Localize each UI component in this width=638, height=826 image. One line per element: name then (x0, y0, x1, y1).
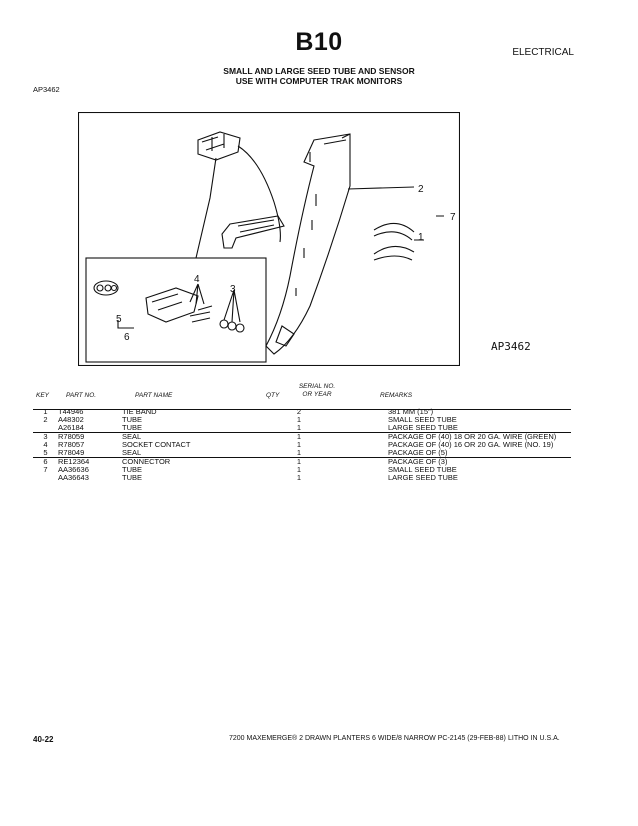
table-row: 2 A48302 TUBE 1 SMALL SEED TUBE (33, 416, 571, 424)
title-line-1: SMALL AND LARGE SEED TUBE AND SENSOR (223, 66, 415, 76)
col-serial-line-2: OR YEAR (302, 391, 332, 398)
row-remarks: SMALL SEED TUBE (388, 465, 457, 474)
row-qty: 2 (296, 407, 302, 416)
row-serial (330, 449, 388, 458)
page-title: SMALL AND LARGE SEED TUBE AND SENSOR USE… (0, 66, 638, 86)
row-remarks: SMALL SEED TUBE (388, 415, 457, 424)
figure-reference: AP3462 (33, 85, 60, 94)
header-rule (33, 409, 571, 410)
bracket-drawing (221, 215, 285, 249)
parts-table: 1 T44946 TIE BAND 2 381 MM (15") 2 A4830… (33, 408, 571, 482)
row-qty: 1 (296, 448, 302, 457)
row-qty: 1 (296, 423, 302, 432)
col-remarks: REMARKS (380, 392, 413, 399)
row-serial (330, 416, 388, 424)
title-line-2: USE WITH COMPUTER TRAK MONITORS (235, 76, 403, 86)
row-qty: 1 (296, 473, 302, 482)
callout-1: 1 (418, 232, 424, 243)
row-part-no: AA36643 (58, 473, 89, 482)
figure-code-label: AP3462 (491, 340, 531, 353)
row-remarks: PACKAGE OF (5) (388, 448, 448, 457)
col-serial-line-1: SERIAL NO. (298, 383, 336, 390)
col-part-name: PART NAME (135, 392, 173, 399)
row-remarks: LARGE SEED TUBE (388, 423, 458, 432)
sensor-connector-drawing (195, 131, 281, 259)
row-remarks: 381 MM (15") (388, 407, 434, 416)
row-part-name: TIE BAND (122, 407, 157, 416)
callout-labels: 1 2 3 4 5 6 7 (116, 184, 456, 343)
table-row: 5 R78049 SEAL 1 PACKAGE OF (5) (33, 449, 571, 458)
figure-frame (78, 112, 460, 366)
table-row: 6 RE12364 CONNECTOR 1 PACKAGE OF (3) (33, 457, 571, 466)
table-row: 4 R78057 SOCKET CONTACT 1 PACKAGE OF (40… (33, 441, 571, 449)
row-remarks: PACKAGE OF (40) 18 OR 20 GA. WIRE (GREEN… (388, 432, 571, 441)
tie-bands-drawing (373, 222, 415, 261)
row-key: 4 (43, 440, 48, 449)
row-part-name: TUBE (122, 423, 143, 432)
row-qty: 1 (296, 415, 302, 424)
inset-detail-drawing (85, 257, 267, 363)
callout-6: 6 (124, 332, 130, 343)
row-part-no: R78057 (58, 440, 85, 449)
table-row: AA36643 TUBE 1 LARGE SEED TUBE (33, 474, 571, 482)
row-part-name: TUBE (122, 465, 143, 474)
row-part-no: RE12364 (58, 457, 122, 466)
table-row: 3 R78059 SEAL 1 PACKAGE OF (40) 18 OR 20… (33, 432, 571, 441)
col-qty: QTY (266, 392, 280, 399)
row-remarks: LARGE SEED TUBE (388, 473, 458, 482)
row-key: 3 (33, 432, 58, 441)
page-number: 40-22 (33, 735, 54, 744)
row-serial (330, 474, 388, 482)
col-key: KEY (36, 392, 50, 399)
row-key: 7 (43, 465, 48, 474)
section-code: B10 (295, 28, 343, 56)
row-part-no: R78049 (58, 448, 85, 457)
seed-tube-drawing (265, 133, 351, 355)
row-part-no: A26184 (58, 423, 84, 432)
row-serial (330, 408, 388, 416)
col-part-no: PART NO. (66, 392, 97, 399)
row-part-name: TUBE (122, 473, 143, 482)
row-part-no: A48302 (58, 415, 84, 424)
parts-illustration: 1 2 3 4 5 6 7 (78, 112, 460, 366)
section-name: ELECTRICAL (512, 47, 574, 58)
row-qty: 1 (296, 465, 302, 474)
row-remarks: PACKAGE OF (40) 16 OR 20 GA. WIRE (NO. 1… (388, 440, 554, 449)
row-part-name: SEAL (122, 448, 142, 457)
col-serial: SERIAL NO. OR YEAR (288, 383, 346, 399)
row-remarks: PACKAGE OF (3) (388, 457, 571, 466)
row-qty: 1 (268, 432, 330, 441)
row-serial (330, 441, 388, 449)
callout-3: 3 (230, 284, 236, 295)
row-part-name: TUBE (122, 415, 143, 424)
footer-litho: LITHO IN U.S.A. (508, 735, 560, 742)
row-key: 2 (43, 415, 48, 424)
callout-2: 2 (418, 184, 424, 195)
row-serial (330, 466, 388, 474)
row-part-name: SEAL (122, 432, 268, 441)
footer-title: 7200 MAXEMERGE® 2 DRAWN PLANTERS 6 WIDE/… (229, 735, 506, 742)
row-part-no: T44946 (58, 407, 84, 416)
row-part-name: CONNECTOR (122, 457, 268, 466)
table-row: 7 AA36636 TUBE 1 SMALL SEED TUBE (33, 466, 571, 474)
row-serial (330, 457, 388, 466)
row-key: 6 (33, 457, 58, 466)
table-row: A26184 TUBE 1 LARGE SEED TUBE (33, 424, 571, 433)
row-part-no: AA36636 (58, 465, 89, 474)
row-key: 1 (43, 407, 48, 416)
callout-5: 5 (116, 314, 122, 325)
row-serial (330, 424, 388, 433)
table-row: 1 T44946 TIE BAND 2 381 MM (15") (33, 408, 571, 416)
row-qty: 1 (296, 440, 302, 449)
row-qty: 1 (268, 457, 330, 466)
row-key: 5 (43, 448, 48, 457)
callout-4: 4 (194, 274, 200, 285)
callout-7: 7 (450, 212, 456, 223)
row-part-name: SOCKET CONTACT (122, 440, 191, 449)
leader-lines (347, 186, 444, 241)
row-serial (330, 432, 388, 441)
row-key (33, 474, 58, 482)
row-part-no: R78059 (58, 432, 122, 441)
